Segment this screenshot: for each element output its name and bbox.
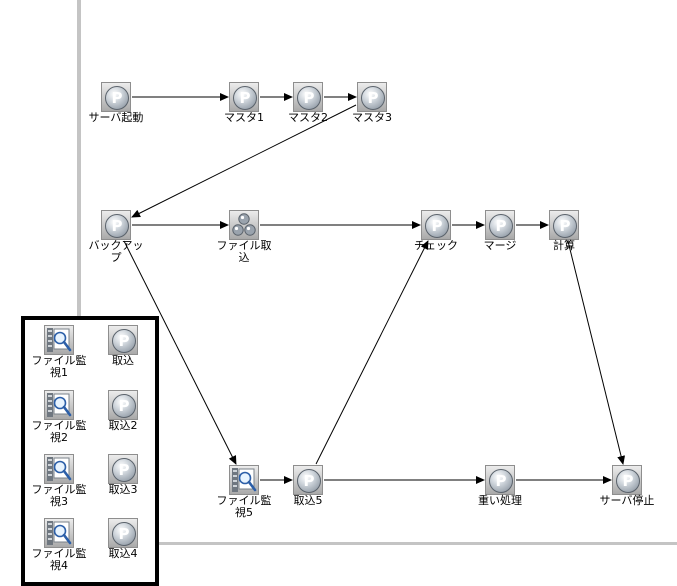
node-label: マージ bbox=[483, 239, 517, 252]
node-label: サーバ停止 bbox=[599, 494, 655, 507]
p-ball: P bbox=[105, 86, 129, 110]
p-ball: P bbox=[112, 394, 136, 418]
node-label: ファイル監 視1 bbox=[31, 354, 87, 379]
p-ball: P bbox=[553, 214, 577, 238]
file-watch-icon bbox=[44, 454, 74, 484]
jobnet-icon bbox=[229, 210, 259, 240]
job-icon: P bbox=[108, 325, 138, 355]
node-label: 取込4 bbox=[108, 547, 138, 560]
job-icon: P bbox=[108, 454, 138, 484]
node-label: サーバ起動 bbox=[88, 111, 144, 124]
job-icon: P bbox=[293, 465, 323, 495]
file-watch-icon bbox=[44, 325, 74, 355]
job-icon: P bbox=[612, 465, 642, 495]
edge-master3-to-backup bbox=[131, 104, 357, 218]
file-watch-icon bbox=[44, 518, 74, 548]
node-label: マスタ2 bbox=[288, 111, 328, 124]
job-icon: P bbox=[108, 390, 138, 420]
file-watch-icon bbox=[229, 465, 259, 495]
job-icon: P bbox=[485, 465, 515, 495]
p-ball: P bbox=[489, 214, 513, 238]
node-label: チェック bbox=[414, 239, 458, 252]
p-ball: P bbox=[112, 458, 136, 482]
node-label: ファイル監 視3 bbox=[31, 483, 87, 508]
node-label: ファイル監 視2 bbox=[31, 419, 87, 444]
job-icon: P bbox=[108, 518, 138, 548]
p-ball: P bbox=[361, 86, 385, 110]
job-icon: P bbox=[293, 82, 323, 112]
node-label: 計算 bbox=[553, 239, 575, 252]
edge-backup-to-watch5 bbox=[123, 240, 237, 465]
node-label: マスタ1 bbox=[224, 111, 264, 124]
job-icon: P bbox=[421, 210, 451, 240]
node-label: ファイル取 込 bbox=[216, 239, 272, 264]
p-ball: P bbox=[297, 86, 321, 110]
edge-calc-to-server_stop bbox=[567, 240, 626, 465]
node-label: バックアッ プ bbox=[88, 239, 144, 264]
job-icon: P bbox=[485, 210, 515, 240]
p-ball: P bbox=[489, 469, 513, 493]
p-ball: P bbox=[616, 469, 640, 493]
p-ball: P bbox=[112, 329, 136, 353]
job-icon: P bbox=[101, 82, 131, 112]
horizontal-divider bbox=[150, 542, 677, 545]
vertical-divider bbox=[77, 0, 81, 318]
node-label: 重い処理 bbox=[478, 494, 522, 507]
node-label: 取込2 bbox=[108, 419, 138, 432]
node-label: 取込5 bbox=[293, 494, 323, 507]
node-label: ファイル監 視4 bbox=[31, 547, 87, 572]
edge-import5-to-check bbox=[315, 240, 429, 465]
node-label: 取込3 bbox=[108, 483, 138, 496]
node-label: マスタ3 bbox=[352, 111, 392, 124]
file-watch-icon bbox=[44, 390, 74, 420]
p-ball: P bbox=[105, 214, 129, 238]
job-icon: P bbox=[101, 210, 131, 240]
node-label: 取込 bbox=[112, 354, 134, 367]
job-icon: P bbox=[229, 82, 259, 112]
p-ball: P bbox=[425, 214, 449, 238]
p-ball: P bbox=[233, 86, 257, 110]
p-ball: P bbox=[112, 522, 136, 546]
node-label: ファイル監 視5 bbox=[216, 494, 272, 519]
job-icon: P bbox=[357, 82, 387, 112]
p-ball: P bbox=[297, 469, 321, 493]
job-icon: P bbox=[549, 210, 579, 240]
